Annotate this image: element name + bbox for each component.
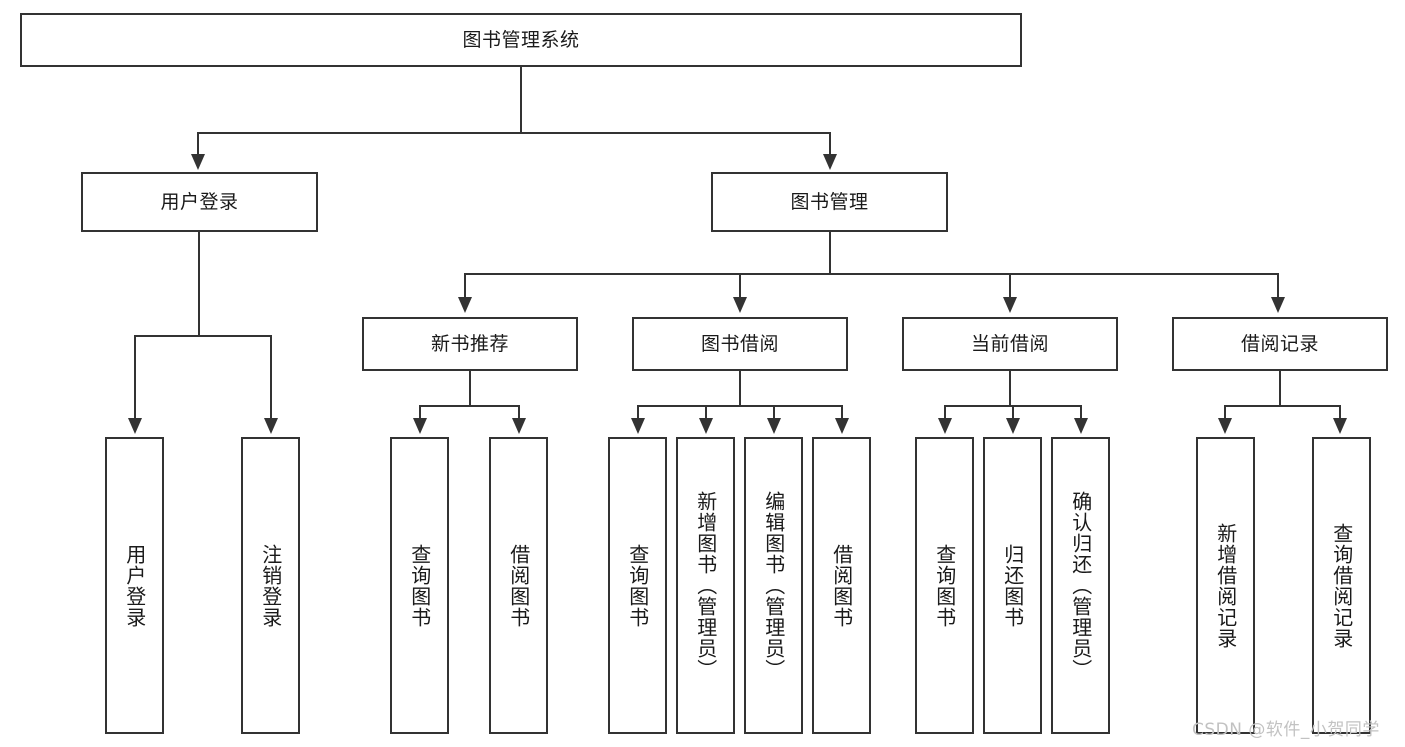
connector-book-management-stem <box>829 232 831 274</box>
leaf-borrow-book-2[interactable]: 借阅图书 <box>812 437 871 734</box>
connector-user-login-bus <box>134 335 272 337</box>
connector-book-management-bus <box>464 273 1279 275</box>
leaf-query-book-1[interactable]: 查询图书 <box>390 437 449 734</box>
node-label: 借阅图书 <box>829 543 854 628</box>
arrowhead-leaf-query-book-3 <box>938 418 952 434</box>
node-label: 借阅记录 <box>1240 332 1319 355</box>
connector-bm-drop-new-book <box>464 273 466 299</box>
connector-book-borrow-bus <box>637 405 842 407</box>
node-label: 用户登录 <box>122 543 147 628</box>
connector-br-drop-2 <box>1339 405 1341 419</box>
node-label: 查询图书 <box>407 543 432 628</box>
node-label: 新增图书（管理员） <box>693 491 718 680</box>
node-label: 图书管理系统 <box>462 28 580 51</box>
node-label: 归还图书 <box>1000 543 1025 628</box>
arrowhead-leaf-borrow-book-1 <box>512 418 526 434</box>
connector-bb-drop-2 <box>705 405 707 419</box>
arrowhead-current-borrow <box>1003 297 1017 313</box>
node-label: 查询图书 <box>625 543 650 628</box>
connector-new-book-bus <box>419 405 520 407</box>
node-label: 用户登录 <box>160 190 239 213</box>
connector-bm-drop-current-borrow <box>1009 273 1011 299</box>
connector-new-book-drop-1 <box>419 405 421 419</box>
connector-new-book-drop-2 <box>518 405 520 419</box>
node-book-management[interactable]: 图书管理 <box>711 172 948 232</box>
arrowhead-leaf-return-book <box>1006 418 1020 434</box>
connector-br-drop-1 <box>1224 405 1226 419</box>
arrowhead-leaf-user-login <box>128 418 142 434</box>
node-label: 图书借阅 <box>700 332 779 355</box>
connector-current-borrow-stem <box>1009 371 1011 406</box>
node-label: 当前借阅 <box>970 332 1049 355</box>
connector-cb-drop-1 <box>944 405 946 419</box>
leaf-edit-book[interactable]: 编辑图书（管理员） <box>744 437 803 734</box>
connector-bb-drop-1 <box>637 405 639 419</box>
node-label: 图书管理 <box>790 190 869 213</box>
connector-new-book-stem <box>469 371 471 406</box>
arrowhead-leaf-user-logout <box>264 418 278 434</box>
leaf-add-record[interactable]: 新增借阅记录 <box>1196 437 1255 734</box>
connector-book-borrow-stem <box>739 371 741 406</box>
node-label: 新书推荐 <box>430 332 509 355</box>
node-label: 借阅图书 <box>506 543 531 628</box>
arrowhead-leaf-confirm-return <box>1074 418 1088 434</box>
connector-bm-drop-book-borrow <box>739 273 741 299</box>
node-new-book-recommend[interactable]: 新书推荐 <box>362 317 578 371</box>
connector-root-to-book-management <box>829 132 831 156</box>
connector-user-login-drop-1 <box>134 335 136 419</box>
arrowhead-borrow-record <box>1271 297 1285 313</box>
node-label: 确认归还（管理员） <box>1068 491 1093 680</box>
arrowhead-new-book-recommend <box>458 297 472 313</box>
arrowhead-leaf-query-record <box>1333 418 1347 434</box>
connector-cb-drop-2 <box>1012 405 1014 419</box>
leaf-confirm-return[interactable]: 确认归还（管理员） <box>1051 437 1110 734</box>
connector-root-bus <box>197 132 831 134</box>
leaf-query-book-3[interactable]: 查询图书 <box>915 437 974 734</box>
connector-bb-drop-4 <box>841 405 843 419</box>
leaf-borrow-book-1[interactable]: 借阅图书 <box>489 437 548 734</box>
arrowhead-book-management <box>823 154 837 170</box>
node-label: 注销登录 <box>258 543 283 628</box>
arrowhead-leaf-add-record <box>1218 418 1232 434</box>
leaf-return-book[interactable]: 归还图书 <box>983 437 1042 734</box>
node-label: 新增借阅记录 <box>1213 522 1238 649</box>
leaf-query-record[interactable]: 查询借阅记录 <box>1312 437 1371 734</box>
arrowhead-book-borrow <box>733 297 747 313</box>
arrowhead-leaf-add-book <box>699 418 713 434</box>
leaf-query-book-2[interactable]: 查询图书 <box>608 437 667 734</box>
node-label: 编辑图书（管理员） <box>761 491 786 680</box>
connector-borrow-record-bus <box>1224 405 1341 407</box>
leaf-add-book[interactable]: 新增图书（管理员） <box>676 437 735 734</box>
connector-user-login-drop-2 <box>270 335 272 419</box>
leaf-user-login[interactable]: 用户登录 <box>105 437 164 734</box>
connector-root-stem <box>520 67 522 133</box>
node-book-borrow[interactable]: 图书借阅 <box>632 317 848 371</box>
node-label: 查询图书 <box>932 543 957 628</box>
connector-root-to-user-login <box>197 132 199 156</box>
arrowhead-leaf-borrow-book-2 <box>835 418 849 434</box>
arrowhead-user-login <box>191 154 205 170</box>
node-user-login[interactable]: 用户登录 <box>81 172 318 232</box>
leaf-user-logout[interactable]: 注销登录 <box>241 437 300 734</box>
connector-borrow-record-stem <box>1279 371 1281 406</box>
connector-bm-drop-borrow-record <box>1277 273 1279 299</box>
connector-bb-drop-3 <box>773 405 775 419</box>
arrowhead-leaf-edit-book <box>767 418 781 434</box>
arrowhead-leaf-query-book-1 <box>413 418 427 434</box>
arrowhead-leaf-query-book-2 <box>631 418 645 434</box>
connector-user-login-stem <box>198 232 200 336</box>
node-label: 查询借阅记录 <box>1329 522 1354 649</box>
connector-cb-drop-3 <box>1080 405 1082 419</box>
node-current-borrow[interactable]: 当前借阅 <box>902 317 1118 371</box>
node-borrow-record[interactable]: 借阅记录 <box>1172 317 1388 371</box>
node-root-book-management-system[interactable]: 图书管理系统 <box>20 13 1022 67</box>
csdn-watermark: CSDN @软件_小贺同学 <box>1192 720 1380 740</box>
